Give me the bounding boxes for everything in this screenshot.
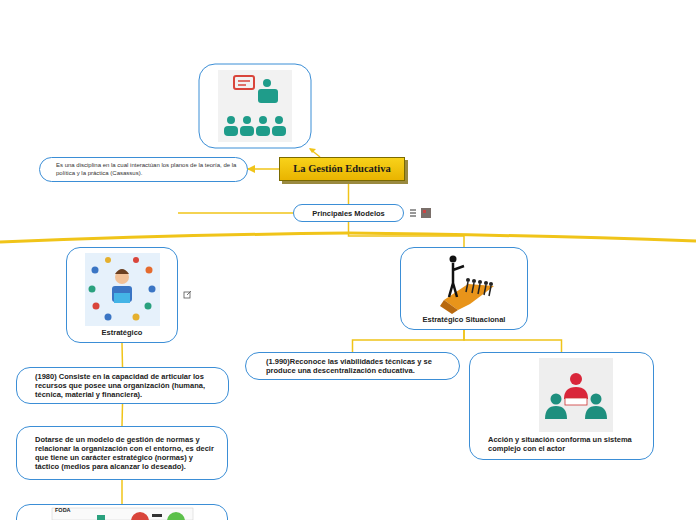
situational-illustration [440,256,494,315]
connector [464,330,562,352]
connector [178,212,293,214]
connector [121,404,123,426]
node-box: Principales Modelos [293,204,404,222]
node-text: Estratégico [73,328,171,337]
top-image-box [199,64,320,157]
node-text: (1980) Consiste en la capacidad de artic… [35,372,220,399]
connector [248,168,279,170]
node-text: Acción y situación conforma un sistema c… [488,435,645,453]
action-illustration [539,358,613,432]
node-box: Estratégico [66,247,178,343]
node-text: Es una disciplina en la cual interactúan… [56,162,237,176]
connector [121,343,123,367]
connector [349,222,465,247]
title-text: La Gestión Educativa [286,163,398,176]
connector [348,181,350,204]
node-box: (1980) Consiste en la capacidad de artic… [16,367,229,404]
node-text: FODA [55,507,221,514]
foda-illustration [52,508,193,520]
strategic-illustration [85,253,160,326]
node-box: (1.990)Reconoce las viabilidades técnica… [245,352,460,380]
node-box: FODA [16,504,228,520]
node-text: Estratégico Situacional [407,315,521,324]
node-text: Principales Modelos [300,209,397,218]
node-box: Dotarse de un modelo de gestión de norma… [16,426,228,480]
connector [121,480,123,504]
node-text: Dotarse de un modelo de gestión de norma… [35,435,219,471]
node-box: Es una disciplina en la cual interactúan… [39,157,248,182]
node-box: La Gestión Educativa [279,157,405,181]
node-text: (1.990)Reconoce las viabilidades técnica… [266,357,451,375]
node-box: Estratégico Situacional [400,247,528,330]
node-box: Acción y situación conforma un sistema c… [469,352,654,460]
connector [353,330,465,352]
